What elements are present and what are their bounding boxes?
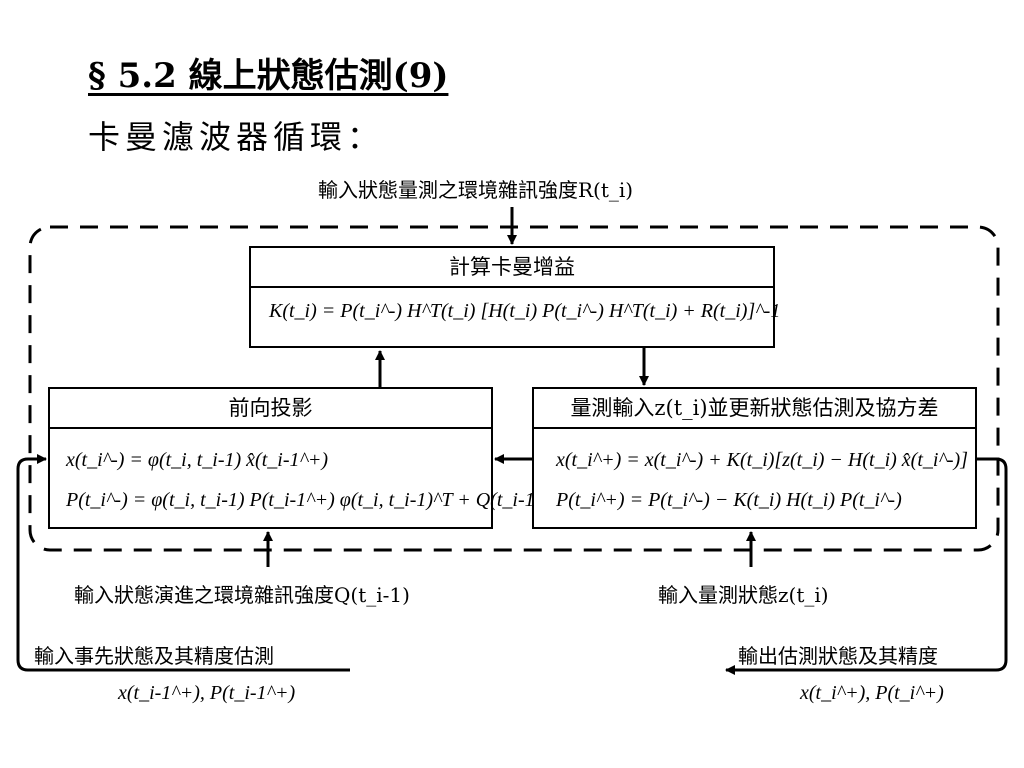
projection-state-equation: x(t_i^-) = φ(t_i, t_i-1) x̂(t_i-1^+) — [66, 449, 329, 471]
update-state-equation: x(t_i^+) = x(t_i^-) + K(t_i)[z(t_i) − H(… — [556, 449, 968, 471]
prior-input-label: 輸入事先狀態及其精度估測 — [34, 644, 274, 668]
kalman-gain-box: 計算卡曼增益 K(t_i) = P(t_i^-) H^T(t_i) [H(t_i… — [249, 246, 780, 348]
output-estimate-equation: x(t_i^+), P(t_i^+) — [800, 682, 944, 704]
forward-projection-title: 前向投影 — [50, 389, 491, 429]
update-covariance-equation: P(t_i^+) = P(t_i^-) − K(t_i) H(t_i) P(t_… — [556, 489, 902, 511]
output-estimate-label: 輸出估測狀態及其精度 — [738, 644, 938, 668]
arrow-output — [725, 457, 1008, 675]
forward-projection-box: 前向投影 x(t_i^-) = φ(t_i, t_i-1) x̂(t_i-1^+… — [48, 387, 541, 529]
process-noise-label: 輸入狀態演進之環境雜訊強度Q(t_i-1) — [74, 583, 410, 607]
projection-covariance-equation: P(t_i^-) = φ(t_i, t_i-1) P(t_i-1^+) φ(t_… — [66, 489, 542, 511]
kalman-gain-equation: K(t_i) = P(t_i^-) H^T(t_i) [H(t_i) P(t_i… — [269, 300, 781, 322]
kalman-gain-title: 計算卡曼增益 — [251, 248, 773, 288]
dashed-cycle-boundary — [28, 225, 1000, 552]
prior-input-equation: x(t_i-1^+), P(t_i-1^+) — [118, 682, 296, 704]
arrow-prior-input — [16, 454, 350, 672]
slide-title: § 5.2 線上狀態估測(9) — [88, 56, 449, 96]
measurement-noise-label: 輸入狀態量測之環境雜訊強度R(t_i) — [318, 178, 634, 202]
measurement-update-title: 量測輸入z(t_i)並更新狀態估測及協方差 — [534, 389, 975, 429]
measurement-update-box: 量測輸入z(t_i)並更新狀態估測及協方差 x(t_i^+) = x(t_i^-… — [532, 387, 977, 529]
measurement-label: 輸入量測狀態z(t_i) — [658, 583, 829, 607]
slide-subtitle: 卡曼濾波器循環： — [88, 118, 385, 156]
